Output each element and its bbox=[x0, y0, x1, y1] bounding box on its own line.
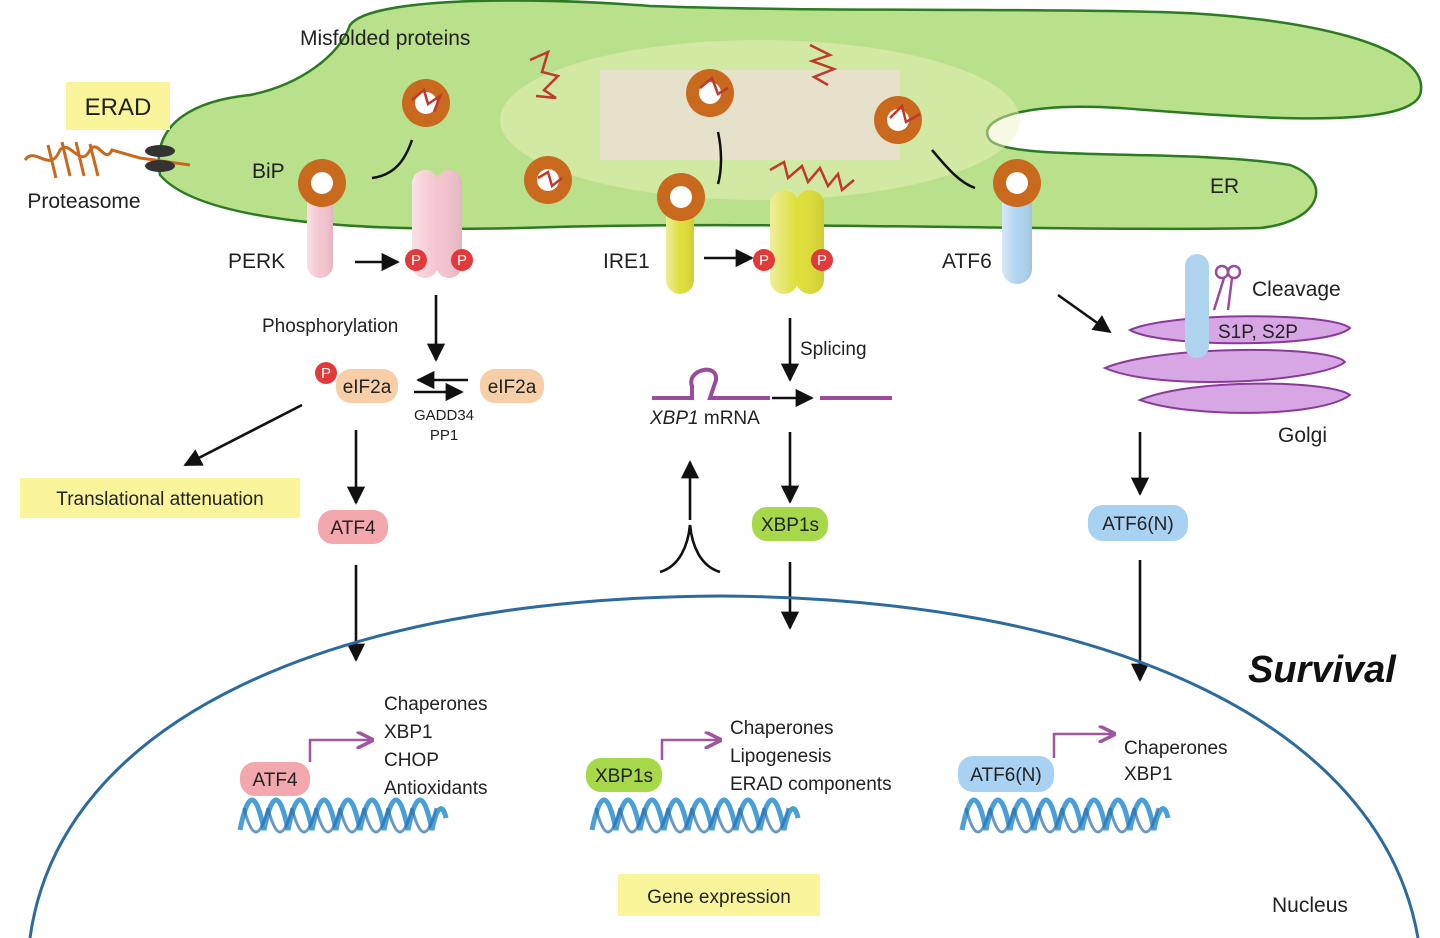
erad-highlight bbox=[66, 82, 170, 130]
transcription-arrow bbox=[660, 740, 720, 760]
dna-icon bbox=[237, 797, 449, 831]
atf6n-target: XBP1 bbox=[1124, 764, 1173, 785]
splicing-label: Splicing bbox=[800, 339, 867, 360]
attenuation-arrow bbox=[183, 403, 303, 467]
s1p-s2p-label: S1P, S2P bbox=[1218, 322, 1298, 343]
feedback-branch bbox=[659, 524, 721, 574]
svg-text:P: P bbox=[817, 252, 827, 269]
perk-label: PERK bbox=[228, 250, 285, 273]
bip-label: BiP bbox=[252, 160, 285, 183]
atf4-nuclear-pill bbox=[240, 762, 310, 796]
eif2a-phospho-icon bbox=[315, 362, 337, 384]
xbp1s-gene-block: XBP1s Chaperones Lipogenesis ERAD compon… bbox=[586, 718, 892, 834]
ire1-label: IRE1 bbox=[603, 250, 650, 273]
eif2a-label: eIF2a bbox=[488, 377, 537, 398]
atf6n-nuclear-label: ATF6(N) bbox=[970, 765, 1041, 786]
svg-text:P: P bbox=[457, 252, 467, 269]
xbp1s-label: XBP1s bbox=[761, 515, 819, 536]
atf4-label: ATF4 bbox=[330, 518, 375, 539]
survival-label: Survival bbox=[1248, 649, 1397, 691]
xbp1-mrna-icon bbox=[652, 367, 892, 400]
atf6-golgi-arrow bbox=[1057, 293, 1112, 334]
transcription-arrow bbox=[308, 740, 372, 762]
eif2a-pill bbox=[480, 369, 544, 403]
svg-text:P: P bbox=[759, 252, 769, 269]
xbp1s-nuclear-pill bbox=[586, 758, 662, 792]
translational-label: Translational attenuation bbox=[56, 489, 263, 510]
eif2a-p-pill bbox=[336, 369, 398, 403]
translational-highlight bbox=[20, 478, 300, 518]
xbp1s-target: Lipogenesis bbox=[730, 746, 831, 767]
atf6n-target: Chaperones bbox=[1124, 738, 1228, 759]
nucleus-envelope bbox=[28, 594, 1420, 938]
xbp1-mrna-label: XBP1 mRNA bbox=[649, 408, 760, 429]
perk-receptor-inactive bbox=[298, 159, 346, 278]
atf4-target: Chaperones bbox=[384, 694, 488, 715]
atf4-target: CHOP bbox=[384, 750, 439, 771]
atf6n-gene-block: ATF6(N) Chaperones XBP1 bbox=[958, 734, 1228, 834]
ire1-phospho-icon: P P bbox=[753, 249, 833, 271]
atf6-label: ATF6 bbox=[942, 250, 992, 273]
atf6-receptor bbox=[993, 159, 1041, 284]
gene-expression-highlight bbox=[618, 874, 820, 916]
scissors-icon bbox=[1212, 264, 1242, 311]
release-arrows bbox=[371, 131, 976, 190]
atf4-target: Antioxidants bbox=[384, 778, 488, 799]
xbp1s-pill bbox=[752, 507, 828, 541]
gadd34-label: GADD34 bbox=[414, 407, 474, 424]
atf4-target: XBP1 bbox=[384, 722, 433, 743]
proteasome-icon bbox=[23, 141, 191, 179]
svg-text:P: P bbox=[411, 252, 421, 269]
eif2a-p-label: eIF2a bbox=[343, 377, 392, 398]
atf6n-nuclear-pill bbox=[958, 756, 1054, 792]
golgi-label: Golgi bbox=[1278, 424, 1327, 447]
atf6-golgi-receptor bbox=[1185, 254, 1209, 358]
gene-expression-label: Gene expression bbox=[647, 887, 791, 908]
dna-icon bbox=[959, 797, 1171, 831]
transcription-arrow bbox=[1052, 734, 1114, 758]
xbp1s-target: ERAD components bbox=[730, 774, 892, 795]
atf4-gene-block: ATF4 Chaperones XBP1 CHOP Antioxidants bbox=[237, 694, 488, 834]
proteasome-label: Proteasome bbox=[27, 190, 140, 213]
cleavage-label: Cleavage bbox=[1252, 278, 1341, 301]
misfolded-proteins-label: Misfolded proteins bbox=[300, 27, 470, 50]
er-lumen-glow bbox=[500, 40, 1020, 200]
er-label: ER bbox=[1210, 175, 1239, 198]
atf6n-pill bbox=[1088, 505, 1188, 541]
perk-phospho-icon: P P bbox=[405, 249, 473, 271]
pp1-label: PP1 bbox=[430, 427, 458, 444]
nucleus-label: Nucleus bbox=[1272, 894, 1348, 917]
ire1-receptor-inactive bbox=[657, 173, 705, 294]
er-lumen-shade bbox=[600, 70, 900, 160]
misfolded-protein-icon bbox=[529, 43, 855, 193]
xbp1s-nuclear-label: XBP1s bbox=[595, 766, 653, 787]
bip-bound-icon bbox=[402, 69, 922, 204]
ire1-receptor-active bbox=[770, 190, 824, 294]
dna-icon bbox=[589, 797, 801, 831]
erad-label: ERAD bbox=[85, 94, 152, 121]
xbp1s-target: Chaperones bbox=[730, 718, 834, 739]
atf4-nuclear-label: ATF4 bbox=[252, 770, 297, 791]
atf6n-label: ATF6(N) bbox=[1102, 514, 1173, 535]
phosphorylation-label: Phosphorylation bbox=[262, 316, 398, 337]
atf4-pill bbox=[318, 510, 388, 544]
svg-text:P: P bbox=[321, 365, 331, 382]
